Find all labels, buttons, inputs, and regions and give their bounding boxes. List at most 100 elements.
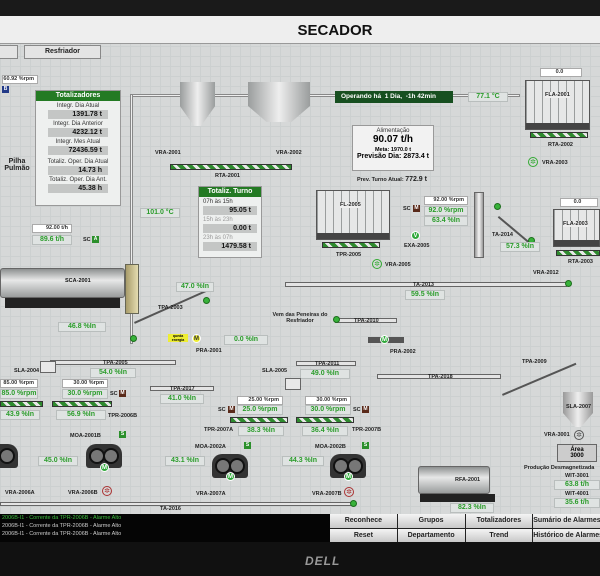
- vra-2005-valve[interactable]: ✲: [372, 259, 382, 269]
- alarm-list[interactable]: 2006B-I1 - Corrente da TPR-2006B - Alarm…: [0, 514, 330, 542]
- vra-2003-valve[interactable]: ✲: [528, 157, 538, 167]
- motor-icon[interactable]: M: [100, 463, 109, 472]
- tpa-2011-conveyor[interactable]: [296, 361, 356, 366]
- feeder-4-speed: 30.0 %rpm: [305, 405, 351, 415]
- sc-label: SC: [218, 407, 226, 413]
- manual-badge[interactable]: M: [228, 406, 235, 413]
- dryer-base: [5, 298, 120, 308]
- alimentacao-label: Alimentação: [376, 128, 410, 134]
- alarm-item[interactable]: 2006B-I1 - Corrente da TPR-2006B - Alarm…: [2, 515, 122, 521]
- sca-2001-dryer[interactable]: [0, 268, 125, 298]
- value: 1479.58 t: [203, 242, 257, 251]
- exa-2005-label: EXA-2005: [404, 243, 430, 249]
- label: 23h às 07h: [203, 235, 233, 241]
- tpa-2017-current: 41.0 %In: [160, 394, 204, 404]
- totalizadores-button[interactable]: Totalizadores: [465, 514, 533, 528]
- alarm-item[interactable]: 2006B-I1 - Corrente da TPR-2006B - Alarm…: [2, 531, 122, 537]
- fla-2001-filter[interactable]: [525, 80, 590, 130]
- manual-badge[interactable]: M: [362, 406, 369, 413]
- motor-icon[interactable]: M: [226, 472, 235, 481]
- feeder-3-setpoint[interactable]: 25.00 %rpm: [237, 396, 283, 405]
- title-bar: SECADOR: [0, 16, 600, 44]
- rfa-2001-cooler[interactable]: [418, 466, 490, 494]
- tpa-2009-conveyor[interactable]: [502, 362, 577, 396]
- vra-2006a-label: VRA-2006A: [5, 490, 35, 496]
- fl-2005-label: FL-2005: [340, 202, 361, 208]
- rfa-2001-base: [420, 494, 495, 502]
- value: 14.73 h: [48, 166, 108, 175]
- vra-2006b-valve[interactable]: ✲: [102, 486, 112, 496]
- feeder-3-speed: 25.0 %rpm: [237, 405, 283, 415]
- ta-2013-label: TA-2013: [413, 282, 434, 288]
- vra-3001-valve[interactable]: ✲: [574, 430, 584, 440]
- pilha-pulmao-label: Pilha Pulmão: [4, 158, 30, 172]
- manual-badge[interactable]: M: [119, 390, 126, 397]
- vra-2001-label: VRA-2001: [155, 150, 181, 156]
- label: Totaliz. Oper. Dia Atual: [47, 159, 109, 165]
- historico-alarmes-button[interactable]: Histórico de Alarmes: [533, 528, 600, 542]
- vra-2003-label: VRA-2003: [542, 160, 568, 166]
- motor-icon[interactable]: M: [344, 472, 353, 481]
- tpa-2017-conveyor[interactable]: [150, 386, 214, 391]
- speed-top: 60.92 %rpm: [2, 75, 38, 84]
- vra-2007b-valve[interactable]: ✲: [344, 487, 354, 497]
- sumario-alarmes-button[interactable]: Sumário de Alarmes: [533, 514, 600, 528]
- temperature-1: 77.1 °C: [468, 92, 508, 102]
- label: 07h às 15h: [203, 199, 233, 205]
- sla-2007-label: SLA-2007: [566, 404, 592, 410]
- area-3000-button[interactable]: Área 3000: [557, 444, 597, 462]
- dryer-hood: [125, 264, 139, 314]
- trend-button[interactable]: Trend: [465, 528, 533, 542]
- reset-button[interactable]: Reset: [330, 528, 397, 542]
- monitor-logo: DELL: [305, 554, 341, 568]
- operating-time: Operando há 1 Dia, -1h 42min: [335, 91, 453, 103]
- grupos-button[interactable]: Grupos: [397, 514, 465, 528]
- ta-2014-head: [494, 203, 501, 210]
- fla-2003-label: FLA-2003: [563, 221, 588, 227]
- pra-2001-motor[interactable]: M: [192, 334, 201, 343]
- ta-2016-head: [350, 500, 357, 507]
- feed-setpoint[interactable]: 92.00 t/h: [32, 224, 72, 233]
- ta-2014-current: 57.3 %In: [500, 242, 540, 252]
- rta-2002-conveyor[interactable]: [530, 132, 588, 138]
- fla-2003-filter[interactable]: [553, 209, 600, 247]
- tpr-2006b-conveyor[interactable]: [52, 401, 112, 407]
- tab-previous[interactable]: [0, 45, 18, 59]
- sca-2001-label: SCA-2001: [65, 278, 91, 284]
- page-title: SECADOR: [297, 22, 373, 39]
- alarm-item[interactable]: 2006B-I1 - Corrente da TPR-2006B - Alarm…: [2, 523, 122, 529]
- feeder-1-conveyor[interactable]: [0, 401, 43, 407]
- auto-badge[interactable]: A: [92, 236, 99, 243]
- pra-2001-warning[interactable]: queda energia: [168, 334, 188, 342]
- ta-2013-current: 59.5 %In: [405, 290, 445, 300]
- ta-2014-conveyor[interactable]: [497, 216, 530, 244]
- tab-resfriador[interactable]: Resfriador: [24, 45, 101, 59]
- feeder-4-setpoint[interactable]: 30.00 %rpm: [305, 396, 351, 405]
- fla-2001-label: FLA-2001: [545, 92, 570, 98]
- reconhece-button[interactable]: Reconhece: [330, 514, 397, 528]
- tpa-2018-conveyor[interactable]: [377, 374, 501, 379]
- manual-badge[interactable]: M: [413, 205, 420, 212]
- pra-2001-label: PRA-2001: [196, 348, 222, 354]
- tpa-2005-current: 54.0 %In: [90, 368, 136, 378]
- tpr-2005-conveyor[interactable]: [322, 242, 380, 248]
- tpr-2007a-conveyor[interactable]: [230, 417, 288, 423]
- exa-2005-fan-icon[interactable]: V: [411, 231, 420, 240]
- producao-label: Produção Desmagnetizada: [524, 465, 595, 471]
- rfa-2001-label: RFA-2001: [455, 477, 481, 483]
- moa-2001a-mill[interactable]: [0, 444, 18, 468]
- feeder-1-setpoint[interactable]: 85.00 %rpm: [0, 379, 38, 388]
- tpr-2007b-conveyor[interactable]: [296, 417, 354, 423]
- exa-2005-setpoint[interactable]: 92.00 %rpm: [424, 196, 468, 205]
- tpa-2003-tail: [130, 335, 137, 342]
- rta-2003-conveyor[interactable]: [556, 250, 600, 256]
- cyclone-1: [180, 82, 215, 126]
- tpa-2011-label: TPA-2011: [315, 361, 340, 367]
- feeder-2-setpoint[interactable]: 30.00 %rpm: [62, 379, 108, 388]
- departamento-button[interactable]: Departamento: [397, 528, 465, 542]
- rta-2001-conveyor[interactable]: [170, 164, 292, 170]
- moa-2002b-label: MOA-2002B: [315, 444, 346, 450]
- pra-2002-motor[interactable]: M: [380, 335, 389, 344]
- fl-2005-filter[interactable]: [316, 190, 390, 240]
- sc-label: SC: [403, 206, 411, 212]
